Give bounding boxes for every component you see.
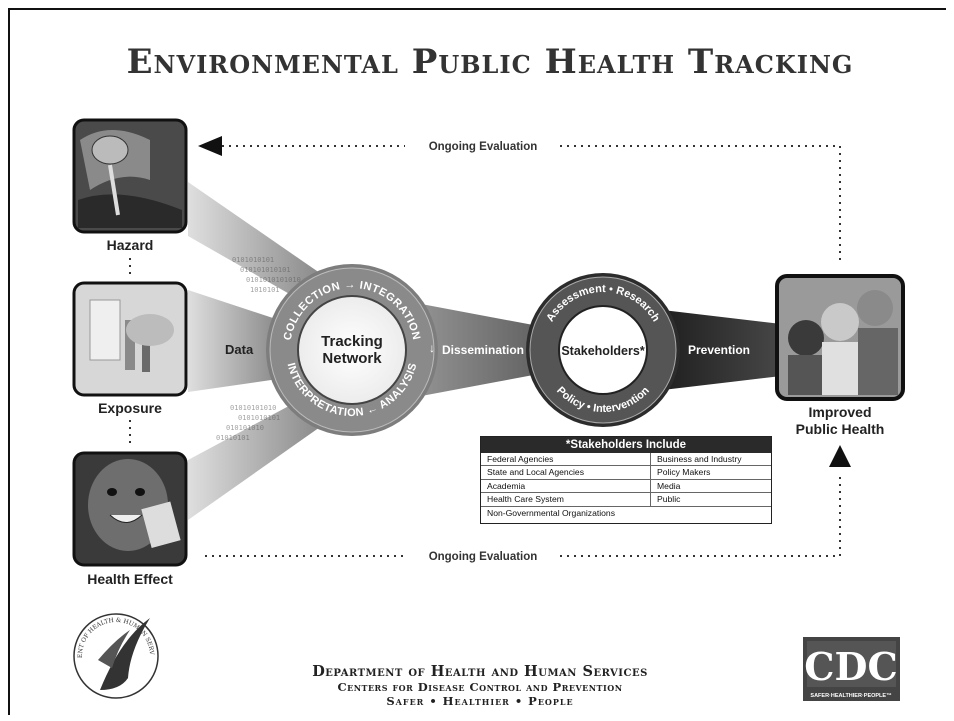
hazard-photo (72, 118, 188, 234)
stakeholders-grid: Federal Agencies Business and Industry S… (481, 453, 771, 520)
exposure-photo (72, 281, 188, 397)
top-evaluation-label: Ongoing Evaluation (429, 141, 538, 153)
health-effect-beam (188, 400, 330, 520)
stakeholder-item: Academia (481, 479, 651, 494)
stakeholder-item: Non-Governmental Organizations (487, 507, 616, 518)
bottom-evaluation-label: Ongoing Evaluation (429, 551, 538, 563)
slide-frame (8, 8, 946, 715)
exposure-beam (188, 290, 285, 392)
footer-line-3: Safer • Healthier • People (386, 694, 574, 708)
stakeholder-item: Public (651, 493, 771, 507)
stakeholder-item: Business and Industry (651, 453, 771, 467)
dissemination-label: Dissemination (442, 343, 524, 357)
improved-public-health-photo (775, 274, 905, 401)
svg-text:SAFER·HEALTHIER·PEOPLE™: SAFER·HEALTHIER·PEOPLE™ (810, 693, 891, 699)
dissemination-beam (400, 300, 560, 400)
stakeholders-center-label: Stakeholders* (561, 344, 645, 358)
outcome-label: Improved Public Health (770, 404, 910, 438)
svg-text:1010101: 1010101 (250, 286, 280, 294)
evaluation-loop (129, 145, 841, 557)
prevention-label: Prevention (688, 343, 750, 357)
svg-text:0101010101010: 0101010101010 (246, 276, 301, 284)
stakeholders-circle (526, 273, 680, 427)
svg-text:0101010101: 0101010101 (238, 414, 280, 422)
tracking-network-label-2: Network (322, 350, 382, 367)
page-title: Environmental Public Health Tracking (126, 42, 854, 82)
stakeholder-item: State and Local Agencies (481, 466, 651, 480)
svg-text:010101010: 010101010 (226, 424, 264, 432)
outcome-line-1: Improved (808, 404, 872, 420)
stakeholder-item: Policy Makers (651, 466, 771, 480)
left-arrow-icon (198, 136, 222, 156)
data-label: Data (225, 342, 254, 357)
stakeholders-table-heading: *Stakeholders Include (481, 437, 771, 453)
stakeholder-item: Media (651, 480, 771, 494)
svg-text:0101010101: 0101010101 (232, 256, 274, 264)
up-arrow-icon (829, 445, 851, 467)
hazard-label: Hazard (106, 237, 154, 253)
svg-text:CDC: CDC (804, 644, 897, 689)
outcome-line-2: Public Health (795, 421, 885, 437)
tracking-ring-down-arrow: ↓ (429, 341, 435, 355)
tracking-network-label: Tracking (321, 333, 383, 350)
health-effect-photo (72, 451, 188, 567)
footer-line-2: Centers for Disease Control and Preventi… (337, 680, 623, 694)
exposure-label: Exposure (98, 400, 162, 416)
hazard-beam (188, 182, 330, 300)
stakeholder-item: Federal Agencies (481, 453, 651, 467)
stakeholder-item: Health Care System (481, 493, 651, 507)
cdc-logo: CDC SAFER·HEALTHIER·PEOPLE™ (803, 637, 900, 701)
stakeholders-table: *Stakeholders Include Federal Agencies B… (480, 436, 772, 524)
svg-text:01010101010: 01010101010 (230, 404, 276, 412)
health-effect-label: Health Effect (87, 571, 173, 587)
stakeholder-item (651, 507, 771, 520)
svg-text:010101010101: 010101010101 (240, 266, 291, 274)
tracking-network-circle (266, 264, 438, 436)
footer-line-1: Department of Health and Human Services (312, 663, 648, 680)
svg-text:01010101: 01010101 (216, 434, 250, 442)
